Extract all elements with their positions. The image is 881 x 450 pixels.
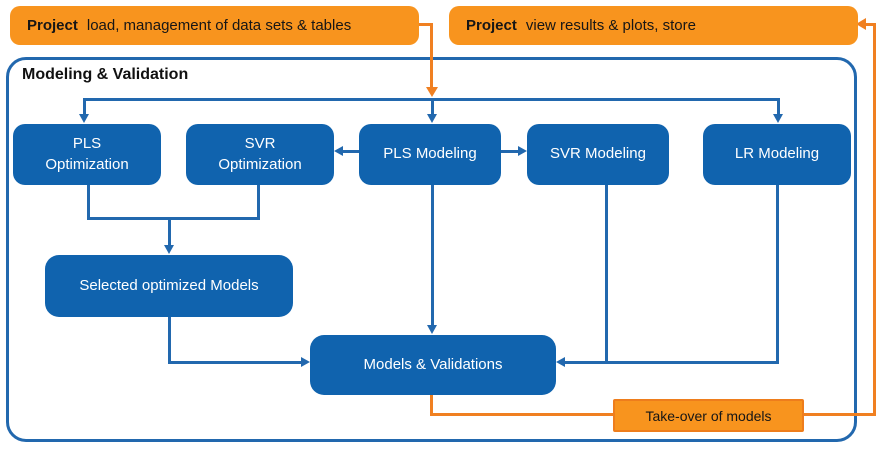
arrowhead-left-icon <box>556 357 565 367</box>
project-view-box: Project view results & plots, store <box>449 6 858 45</box>
connector-plsmod-to-svrmod <box>500 150 519 153</box>
arrowhead-down-icon <box>164 245 174 254</box>
takeover-of-models-box: Take-over of models <box>613 399 804 432</box>
project-view-box-title: Project <box>466 17 517 34</box>
takeover-label: Take-over of models <box>645 407 772 424</box>
project-load-box: Project load, management of data sets & … <box>10 6 419 45</box>
node-label: SVR Modeling <box>550 145 646 163</box>
arrowhead-down-icon <box>427 114 437 123</box>
node-label: Optimization <box>218 155 302 173</box>
project-view-box-text: view results & plots, store <box>525 17 696 34</box>
node-label: LR Modeling <box>734 145 820 163</box>
connector-svrmod-down <box>605 185 608 364</box>
connector-top-distribution <box>83 98 780 101</box>
node-label: Optimization <box>45 155 129 173</box>
orange-connector-down <box>430 23 433 89</box>
node-pls-modeling: PLS Modeling <box>359 124 501 185</box>
orange-connector-out <box>419 23 433 26</box>
orange-arrowhead-left-icon <box>856 18 866 30</box>
orange-connector-up <box>873 23 876 416</box>
project-load-box-text: load, management of data sets & tables <box>86 17 352 34</box>
node-svr-optimization: SVR Optimization <box>186 124 334 185</box>
connector-merge-down <box>168 217 171 247</box>
connector-svropt-down <box>257 185 260 220</box>
arrowhead-right-icon <box>518 146 527 156</box>
connector-opt-merge <box>87 217 260 220</box>
connector-selected-right <box>168 361 303 364</box>
node-label: Selected optimized Models <box>79 276 259 294</box>
arrowhead-right-icon <box>301 357 310 367</box>
node-label: Models & Validations <box>363 355 503 373</box>
orange-connector-mv-down <box>430 394 433 415</box>
project-load-box-title: Project <box>27 17 78 34</box>
node-models-validations: Models & Validations <box>310 335 556 395</box>
node-label: PLS Modeling <box>383 145 477 163</box>
node-selected-optimized-models: Selected optimized Models <box>45 255 293 317</box>
connector-plsmod-down <box>431 185 434 327</box>
connector-selected-down <box>168 317 171 364</box>
orange-arrowhead-down-icon <box>426 87 438 97</box>
connector-right-merge <box>562 361 779 364</box>
connector-to-pls-opt <box>83 100 86 116</box>
connector-to-pls-mod <box>431 100 434 116</box>
connector-to-lr-mod <box>777 100 780 116</box>
node-label: SVR <box>244 135 276 153</box>
node-label: PLS <box>72 135 102 153</box>
node-svr-modeling: SVR Modeling <box>527 124 669 185</box>
arrowhead-down-icon <box>427 325 437 334</box>
orange-connector-in <box>864 23 876 26</box>
arrowhead-down-icon <box>773 114 783 123</box>
connector-plsopt-down <box>87 185 90 220</box>
node-lr-modeling: LR Modeling <box>703 124 851 185</box>
connector-plsmod-to-svropt <box>343 150 360 153</box>
connector-lrmod-down <box>776 185 779 364</box>
arrowhead-down-icon <box>79 114 89 123</box>
container-title: Modeling & Validation <box>22 66 189 83</box>
arrowhead-left-icon <box>334 146 343 156</box>
node-pls-optimization: PLS Optimization <box>13 124 161 185</box>
